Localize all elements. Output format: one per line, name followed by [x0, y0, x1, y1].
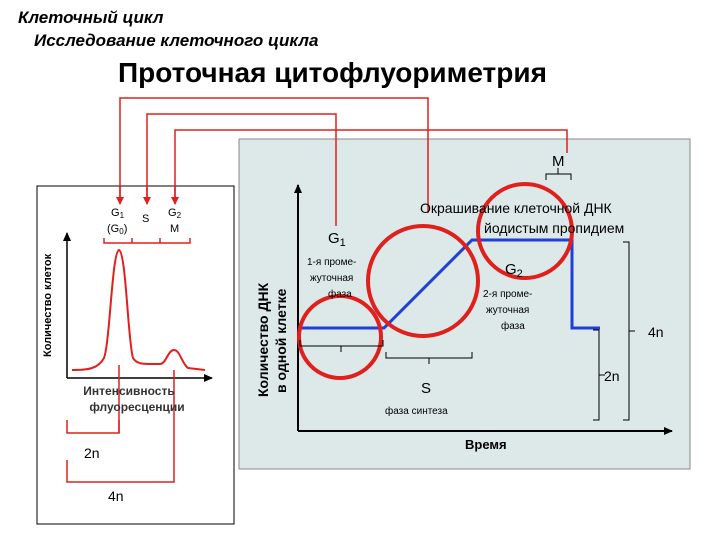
header-line-1: Клеточный цикл: [18, 8, 164, 27]
g2-desc-3: фаза: [501, 320, 525, 332]
circle-s-phase: [366, 224, 480, 338]
g1-brace: [299, 340, 384, 352]
s-desc: фаза синтеза: [385, 405, 448, 417]
histogram-ylabel: Количество клеток: [42, 253, 54, 357]
bracket-4n-label: 4n: [108, 488, 124, 504]
g2-desc-1: 2-я проме-: [483, 289, 532, 300]
g1-desc-1: 1-я проме-: [307, 257, 356, 268]
label-g0: (G0): [107, 223, 127, 236]
g1-desc-3: фаза: [328, 288, 352, 300]
s-label: S: [421, 380, 431, 397]
stain-label-1: Окрашивание клеточной ДНК: [420, 200, 613, 216]
s-brace: [385, 352, 473, 364]
circle-g1-start: [297, 294, 383, 380]
level-4n-brace: [623, 241, 635, 421]
dna-xlabel: Время: [465, 437, 507, 452]
histogram-xlabel-1: Интенсивность: [83, 384, 174, 398]
dna-content-line: [300, 238, 600, 330]
dna-chart-panel: [238, 138, 691, 470]
level-4n-label: 4n: [648, 324, 664, 340]
m-label: M: [552, 153, 565, 170]
stain-label-2: йодистым пропидием: [484, 220, 624, 236]
histogram-xlabel-2: флуоресценции: [89, 400, 184, 414]
g1-desc-2: жуточная: [310, 273, 353, 284]
dna-ylabel-1: Количество ДНК: [255, 282, 271, 397]
histogram-curve: [71, 248, 206, 371]
circle-g2-phase: [476, 182, 574, 280]
label-g2: G2: [168, 207, 182, 220]
label-s: S: [142, 213, 149, 225]
level-2n-brace: [593, 329, 605, 421]
label-g1: G1: [111, 207, 125, 220]
level-2n-label: 2n: [604, 368, 620, 384]
label-m: M: [170, 223, 179, 235]
header-line-2: Исследование клеточного цикла: [34, 31, 319, 50]
g2-desc-2: жуточная: [486, 305, 529, 316]
histogram-top-brace: [103, 238, 191, 244]
red-guide-lines: [119, 97, 568, 226]
dna-ylabel-2: в одной клетке: [273, 288, 289, 393]
bracket-4n: [66, 370, 175, 483]
page-title: Проточная цитофлуориметрия: [118, 57, 547, 88]
g2-label: G2: [505, 261, 523, 280]
bracket-2n-label: 2n: [84, 445, 100, 461]
m-brace: [545, 168, 572, 180]
g1-label: G1: [328, 230, 346, 249]
